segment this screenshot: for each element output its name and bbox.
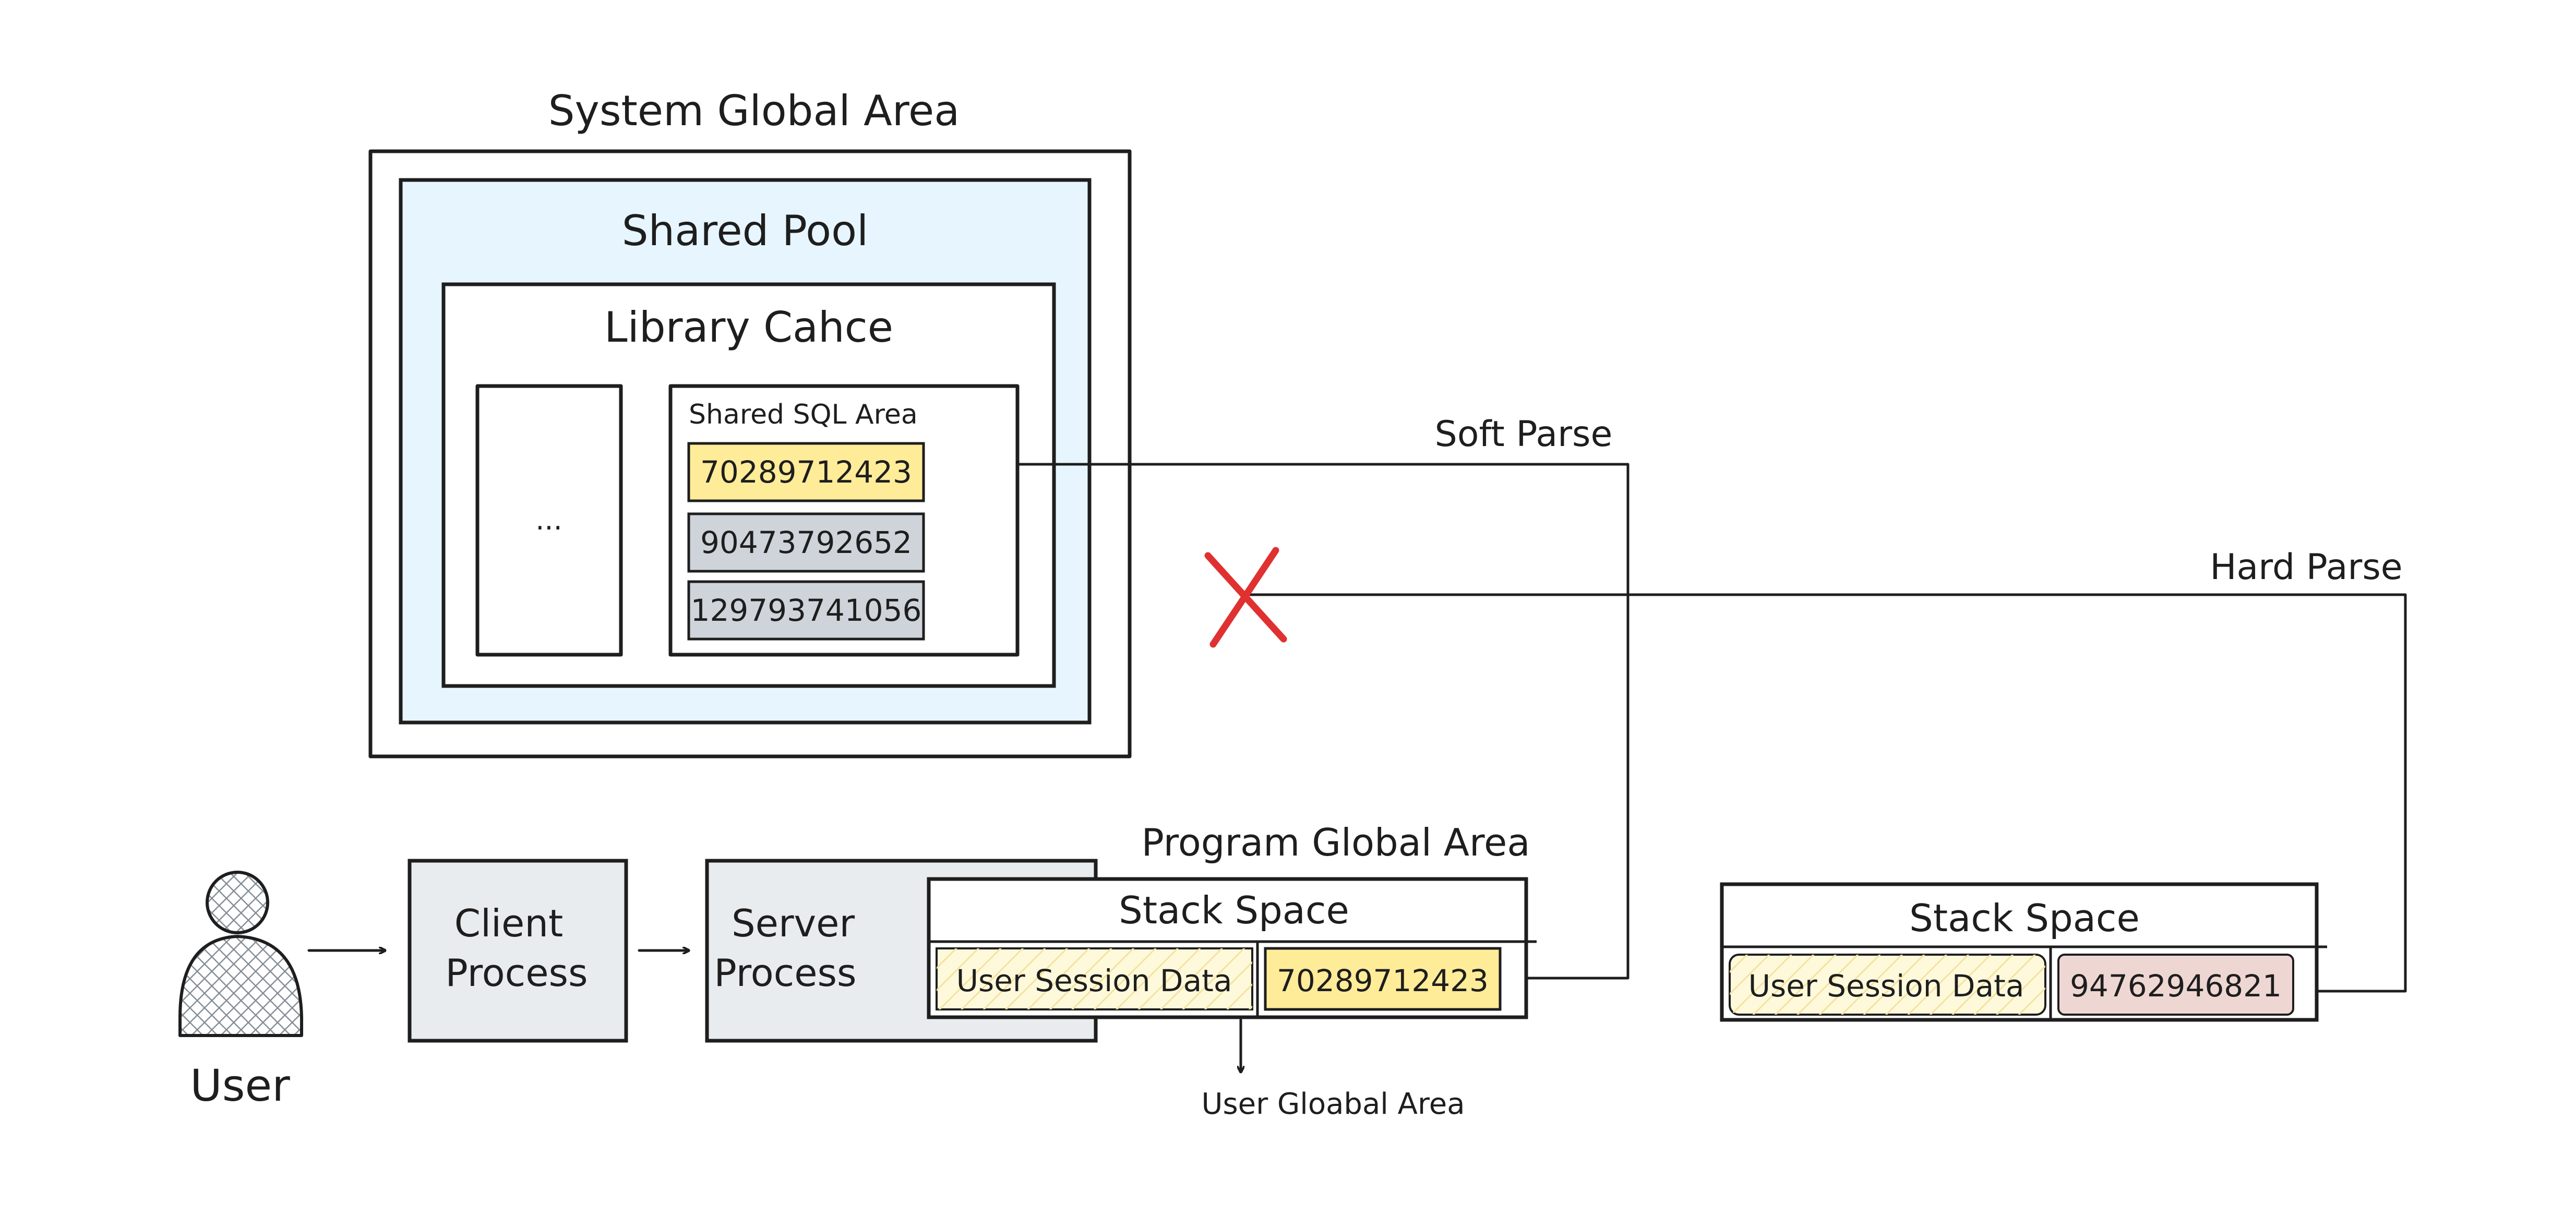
shared-pool: Shared Pool Library Cahce ... Shared SQL… xyxy=(399,178,1092,725)
sql-entry xyxy=(687,580,925,641)
hard-parse-label: Hard Parse xyxy=(2210,547,2402,588)
soft-parse-edge: Soft Parse xyxy=(1016,414,1630,980)
pga-title: Program Global Area xyxy=(1142,821,1530,864)
sql-entry xyxy=(687,512,925,573)
program-global-area: Program Global Area Stack Space User Ses… xyxy=(927,821,1537,1121)
library-cache-title: Library Cahce xyxy=(604,303,893,352)
client-process: Client Process xyxy=(408,859,628,1043)
session-hash: 70289712423 xyxy=(1264,947,1502,1011)
shared-pool-title: Shared Pool xyxy=(622,207,869,255)
system-global-area: System Global Area Shared Pool Library C… xyxy=(368,87,1132,759)
sga-frame xyxy=(368,149,1132,759)
session-hash: 94762946821 xyxy=(2057,954,2294,1016)
shared-sql-area: Shared SQL Area 70289712423 90473792652 … xyxy=(668,384,1020,657)
hatch-fill xyxy=(1730,955,2045,1015)
session-hash-box xyxy=(1264,947,1502,1011)
stack-space-2-title: Stack Space xyxy=(1909,896,2140,940)
stack-space-2: Stack Space User Session Data 9476294682… xyxy=(1720,882,2327,1022)
user-session-data-label: User Session Data xyxy=(956,963,1232,998)
session-hash-text: 94762946821 xyxy=(2070,968,2282,1004)
client-process-box xyxy=(408,859,628,1043)
sql-entry-text: 129793741056 xyxy=(691,593,922,628)
user-session-data-label: User Session Data xyxy=(1748,968,2024,1004)
sql-entry-highlighted xyxy=(687,442,925,502)
user-session-data: User Session Data xyxy=(936,947,1253,1010)
session-hash-box xyxy=(2057,954,2294,1016)
shared-sql-area-box xyxy=(668,384,1020,657)
sga-title: System Global Area xyxy=(548,87,960,135)
sql-entry-text: 70289712423 xyxy=(700,454,912,490)
user-actor: User xyxy=(178,871,303,1111)
shared-sql-area-title: Shared SQL Area xyxy=(689,399,918,430)
library-cache: Library Cahce ... Shared SQL Area 702897… xyxy=(441,282,1056,688)
sql-entry-text: 90473792652 xyxy=(700,525,912,560)
library-cache-other-slot-label: ... xyxy=(535,503,562,536)
server-process-label-line1: Server xyxy=(732,901,855,945)
server-process-label-line2: Process xyxy=(714,951,856,995)
library-cache-other-slot xyxy=(475,384,623,657)
soft-parse-label: Soft Parse xyxy=(1435,414,1613,455)
hard-parse-line xyxy=(1240,593,2407,993)
hard-parse-edge: Hard Parse xyxy=(1204,547,2407,993)
session-hash-text: 70289712423 xyxy=(1277,963,1489,998)
user-icon xyxy=(178,871,303,1037)
user-label: User xyxy=(190,1060,290,1111)
pga-stack-title: Stack Space xyxy=(1119,888,1349,932)
cross-icon xyxy=(1204,547,1287,648)
client-process-label-line1: Client xyxy=(454,901,563,945)
uga-label: User Gloabal Area xyxy=(1201,1087,1465,1121)
user-session-data: User Session Data xyxy=(1729,954,2046,1016)
hatch-fill xyxy=(937,948,1252,1009)
soft-parse-line xyxy=(1016,463,1630,980)
client-process-label-line2: Process xyxy=(445,951,588,995)
